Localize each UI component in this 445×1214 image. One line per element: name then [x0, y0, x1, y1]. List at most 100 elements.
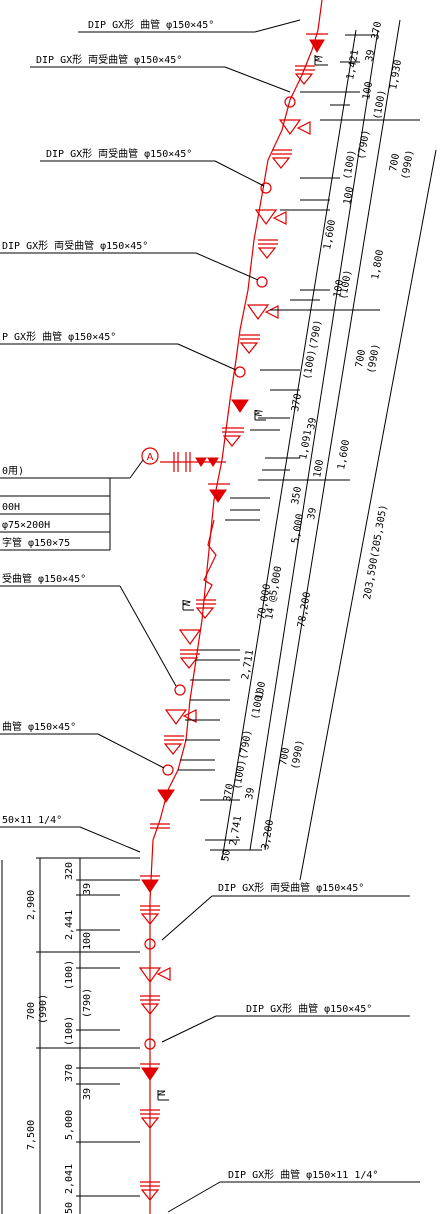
- svg-text:DIP GX形 曲管 φ150×45°: DIP GX形 曲管 φ150×45°: [88, 18, 214, 31]
- svg-text:1,930: 1,930: [388, 59, 404, 91]
- joint-mark-4: N: [157, 1090, 169, 1101]
- svg-text:5,000: 5,000: [290, 513, 306, 545]
- fitting-circle-4: [234, 366, 246, 378]
- svg-text:2,041: 2,041: [64, 1164, 75, 1194]
- svg-text:P GX形 曲管 φ150×45°: P GX形 曲管 φ150×45°: [2, 330, 116, 343]
- svg-text:1,091: 1,091: [298, 429, 314, 461]
- callout-6: 受曲管 φ150×45°: [0, 572, 177, 687]
- svg-text:DIP GX形 両受曲管 φ150×45°: DIP GX形 両受曲管 φ150×45°: [2, 239, 148, 252]
- svg-text:100: 100: [342, 186, 356, 206]
- fitting-flange-6: [195, 599, 216, 619]
- svg-text:5,000: 5,000: [64, 1110, 75, 1140]
- fitting-flange-2: [271, 149, 292, 169]
- fitting-flange-5: [222, 427, 244, 447]
- joint-mark-1: M: [314, 55, 328, 66]
- svg-text:(990): (990): [366, 343, 382, 375]
- svg-text:DIP GX形 両受曲管 φ150×45°: DIP GX形 両受曲管 φ150×45°: [36, 53, 182, 66]
- fitting-flange-1: [294, 65, 315, 85]
- fitting-circle-7: [144, 938, 156, 950]
- svg-text:(990): (990): [38, 994, 49, 1024]
- svg-text:370: 370: [370, 21, 384, 41]
- svg-text:100: 100: [312, 459, 326, 479]
- svg-text:DIP GX形 曲管 φ150×11 1/4°: DIP GX形 曲管 φ150×11 1/4°: [228, 1168, 378, 1181]
- svg-text:(790): (790): [356, 129, 372, 161]
- svg-text:39: 39: [306, 507, 319, 521]
- svg-text:(990): (990): [400, 149, 416, 181]
- fitting-circle-5: [174, 684, 186, 696]
- fitting-circle-3: [256, 276, 268, 288]
- upper-total-dim: 203,590(205,305): [362, 504, 390, 601]
- svg-text:N: N: [182, 599, 194, 607]
- fitting-flange-7: [179, 649, 200, 669]
- svg-text:350: 350: [290, 486, 304, 506]
- svg-text:39: 39: [82, 1088, 93, 1100]
- fitting-circle-2: [260, 182, 272, 194]
- svg-text:100: 100: [82, 932, 93, 950]
- svg-text:370: 370: [290, 393, 304, 413]
- callout-7: 曲管 φ150×45°: [0, 720, 165, 769]
- svg-text:39: 39: [364, 49, 377, 63]
- svg-text:370: 370: [222, 783, 236, 803]
- lower-sum-dims: 2,900 700 (990) 7,500: [26, 890, 49, 1150]
- callout-10: DIP GX形 曲管 φ150×45°: [161, 1002, 410, 1043]
- svg-text:DIP GX形 両受曲管 φ150×45°: DIP GX形 両受曲管 φ150×45°: [46, 147, 192, 160]
- svg-text:(100): (100): [250, 689, 266, 721]
- svg-text:320: 320: [64, 862, 75, 880]
- callout-9: DIP GX形 両受曲管 φ150×45°: [161, 881, 410, 941]
- svg-text:2,741: 2,741: [228, 815, 244, 847]
- svg-text:1,800: 1,800: [370, 249, 386, 281]
- marker-A-circle: [141, 447, 159, 465]
- callout-4: DIP GX形 両受曲管 φ150×45°: [0, 239, 259, 281]
- fitting-flange-10: [140, 905, 160, 925]
- fitting-valve-2: [254, 209, 287, 226]
- fitting-bend-2: [231, 399, 249, 413]
- fitting-flange-4: [239, 334, 260, 354]
- svg-text:370: 370: [64, 1064, 75, 1082]
- svg-text:2,900: 2,900: [26, 890, 37, 920]
- svg-text:39: 39: [82, 883, 93, 895]
- svg-text:2,441: 2,441: [64, 910, 75, 940]
- svg-text:7,500: 7,500: [26, 1120, 37, 1150]
- svg-text:1,600: 1,600: [322, 219, 338, 251]
- fitting-flange-11: [140, 995, 160, 1015]
- fitting-flange-12: [140, 1109, 160, 1129]
- svg-text:(100): (100): [342, 149, 358, 181]
- svg-text:2,711: 2,711: [240, 649, 256, 681]
- svg-text:(100): (100): [232, 759, 248, 791]
- fitting-bend-4: [157, 789, 175, 803]
- fitting-bend-5: [140, 875, 160, 893]
- svg-text:N: N: [157, 1090, 168, 1096]
- callout-11: DIP GX形 曲管 φ150×11 1/4°: [167, 1168, 420, 1213]
- lower-dimension-lines: [1, 857, 140, 1214]
- svg-text:50: 50: [64, 1202, 75, 1214]
- pipe-centerline-upper: [149, 0, 323, 1214]
- svg-text:700: 700: [354, 349, 368, 369]
- tee-branch: [160, 452, 226, 472]
- fitting-flange-8: [163, 735, 184, 755]
- svg-text:DIP GX形 曲管 φ150×45°: DIP GX形 曲管 φ150×45°: [246, 1002, 372, 1015]
- svg-text:700: 700: [388, 153, 402, 173]
- svg-text:(790): (790): [308, 319, 324, 351]
- svg-text:100: 100: [332, 279, 346, 299]
- fitting-bend-3: [208, 483, 230, 503]
- svg-text:M: M: [254, 409, 266, 417]
- joint-mark-3: N: [182, 599, 194, 611]
- svg-text:DIP GX形 両受曲管 φ150×45°: DIP GX形 両受曲管 φ150×45°: [218, 881, 364, 894]
- svg-text:3,200: 3,200: [260, 819, 276, 851]
- joint-mark-2: M: [254, 409, 266, 421]
- svg-text:受曲管 φ150×45°: 受曲管 φ150×45°: [2, 572, 86, 585]
- legend-box: 0用) 00H φ75×200H 字管 φ150×75: [0, 459, 144, 551]
- fitting-bend-6: [140, 1063, 160, 1081]
- lower-segment-dims: 320 39 2,441 100 (100) (790) (100) 370 3…: [64, 862, 93, 1214]
- fitting-valve-6: [138, 967, 171, 984]
- svg-text:700: 700: [26, 1002, 37, 1020]
- pipe-zigzag: [203, 519, 217, 601]
- fitting-flange-9: [150, 823, 170, 829]
- fitting-valve-4: [178, 629, 202, 646]
- callout-1: DIP GX形 曲管 φ150×45°: [78, 18, 301, 33]
- svg-text:(100): (100): [338, 269, 354, 301]
- callout-8: 50×11 1/4°: [0, 815, 141, 853]
- callout-5: P GX形 曲管 φ150×45°: [0, 330, 237, 371]
- svg-text:(100): (100): [302, 349, 318, 381]
